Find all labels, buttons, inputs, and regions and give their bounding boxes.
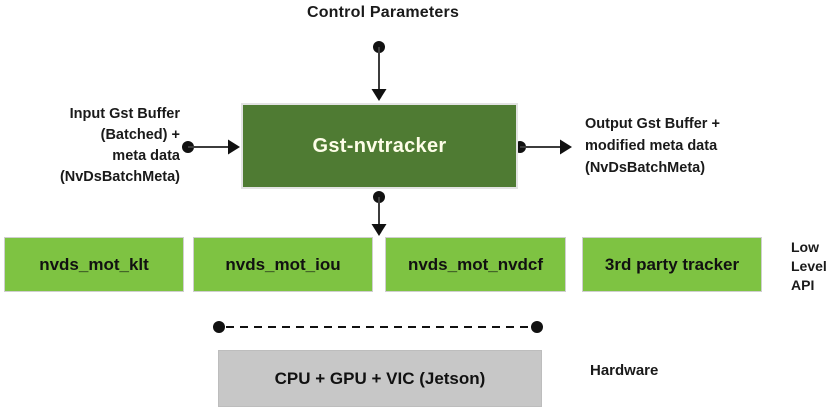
input-buffer-label: Input Gst Buffer (Batched) + meta data (… (20, 104, 180, 188)
control-parameters-arrow-icon (371, 41, 387, 101)
hardware-box: CPU + GPU + VIC (Jetson) (218, 350, 542, 407)
low-level-box-label: 3rd party tracker (604, 254, 740, 274)
gst-nvtracker-box: Gst-nvtracker (241, 103, 518, 189)
low-level-box-label: nvds_mot_nvdcf (407, 254, 544, 274)
output-buffer-label: Output Gst Buffer + modified meta data (… (585, 113, 800, 179)
output-buffer-arrow-icon (514, 139, 572, 155)
output-buffer-label-line: modified meta data (585, 138, 718, 154)
hardware-label: Hardware (590, 362, 659, 379)
low-level-box-label: nvds_mot_klt (39, 254, 149, 274)
input-buffer-label-line: (Batched) + (100, 127, 180, 143)
low-level-box-label: nvds_mot_iou (225, 254, 341, 274)
output-buffer-label-line: (NvDsBatchMeta) (585, 160, 706, 176)
low-level-box-nvds-mot-klt: nvds_mot_klt (4, 237, 184, 292)
low-level-box-3rd-party-tracker: 3rd party tracker (582, 237, 762, 292)
hardware-span-dashed-line (213, 321, 543, 333)
input-buffer-label-line: Input Gst Buffer (69, 106, 180, 122)
input-buffer-label-line: (NvDsBatchMeta) (59, 169, 180, 185)
low-level-api-label-line: Low (791, 239, 819, 255)
control-parameters-label: Control Parameters (306, 4, 460, 21)
low-level-api-label-line: Level (791, 258, 827, 274)
output-buffer-label-line: Output Gst Buffer + (585, 116, 720, 132)
low-level-box-nvds-mot-iou: nvds_mot_iou (193, 237, 373, 292)
low-level-box-nvds-mot-nvdcf: nvds_mot_nvdcf (385, 237, 566, 292)
gst-nvtracker-box-label: Gst-nvtracker (312, 134, 447, 157)
low-level-api-label-line: API (791, 277, 815, 293)
input-buffer-label-line: meta data (112, 148, 180, 164)
hardware-box-label: CPU + GPU + VIC (Jetson) (274, 368, 486, 388)
low-level-api-arrow-icon (371, 191, 387, 236)
input-buffer-arrow-icon (182, 139, 240, 155)
low-level-api-label: Low Level API (791, 238, 827, 295)
